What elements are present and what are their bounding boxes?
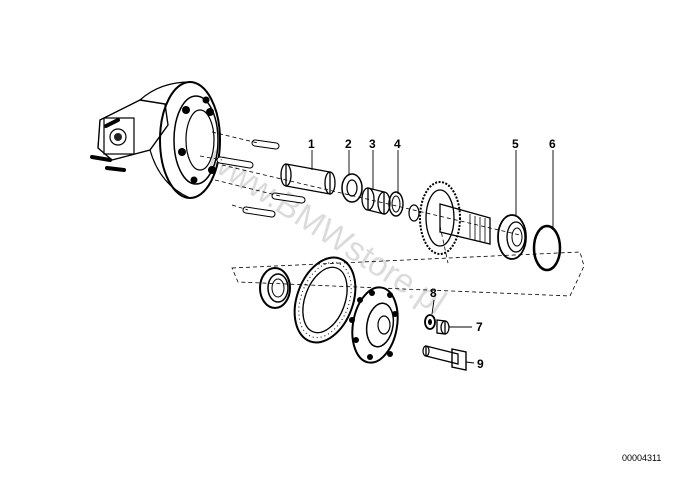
- pinion-shaft: [408, 181, 491, 255]
- bolt: [422, 345, 467, 371]
- callout-1: 1: [308, 137, 315, 151]
- inner-bearing: [341, 173, 363, 203]
- stud-pins: [199, 131, 306, 218]
- drive-flange: [349, 286, 399, 364]
- callout-6: 6: [549, 137, 556, 151]
- callout-5: 5: [512, 137, 519, 151]
- spacer-ring: [361, 187, 391, 215]
- callout-3: 3: [369, 137, 376, 151]
- doc-number: 00004311: [622, 453, 661, 463]
- lower-assembly-frame: [231, 251, 585, 297]
- shim: [388, 191, 404, 217]
- callout-8: 8: [430, 286, 437, 300]
- final-drive-housing: [90, 81, 221, 199]
- gasket: [293, 256, 357, 344]
- nut: [424, 314, 436, 330]
- spacer-sleeve: [280, 163, 336, 195]
- callout-4: 4: [394, 137, 401, 151]
- circlip: [532, 224, 562, 272]
- tapered-roller-bearing: [497, 214, 527, 260]
- callout-7: 7: [476, 320, 483, 334]
- callout-9: 9: [477, 357, 484, 371]
- washer: [436, 319, 450, 335]
- watermark-text: www.BMWstore.pl: [200, 139, 453, 322]
- shaft-seal: [259, 267, 291, 309]
- callout-2: 2: [345, 137, 352, 151]
- leader-lines-upper: [311, 150, 554, 228]
- leader-lines-lower: [431, 299, 475, 364]
